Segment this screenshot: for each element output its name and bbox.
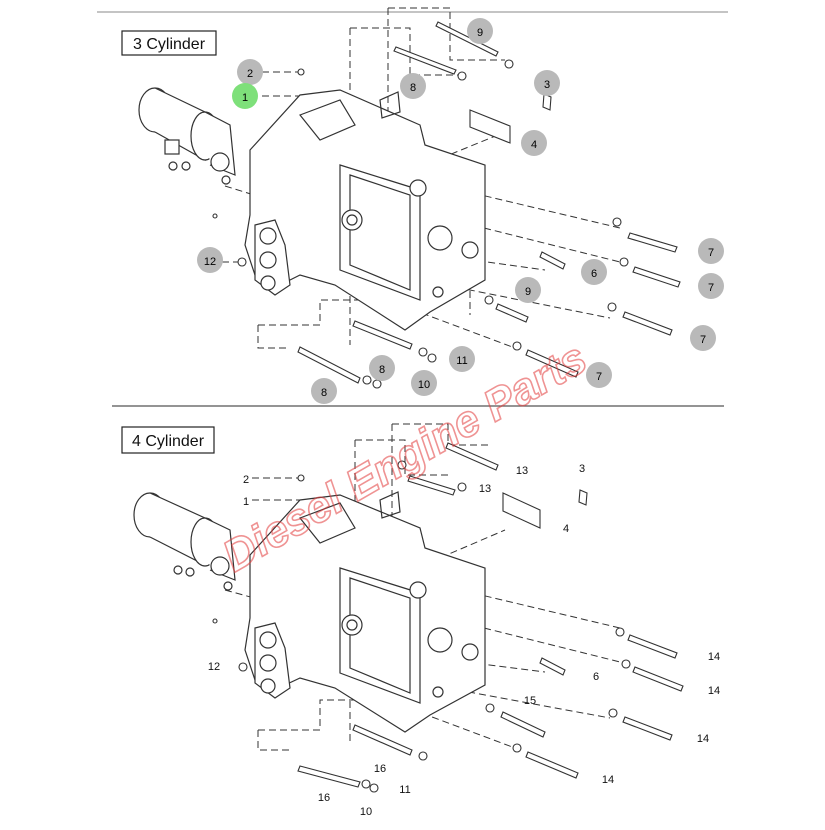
callout-label[interactable]: 13 <box>516 465 528 477</box>
callout-bubble[interactable] <box>237 59 263 85</box>
callouts: 2 1 3 4 13 13 14 6 14 15 14 14 12 16 16 … <box>208 463 720 818</box>
callout-label[interactable]: 14 <box>708 651 720 663</box>
starter-motor <box>133 492 236 591</box>
callout-bubble[interactable] <box>311 378 337 404</box>
callout-label[interactable]: 2 <box>243 474 249 486</box>
callout-label: 9 <box>477 27 483 39</box>
panel-4-cylinder: 4 Cylinder <box>121 423 720 818</box>
callout-bubble[interactable] <box>521 130 547 156</box>
callout-label[interactable]: 3 <box>579 463 585 475</box>
starter-motor <box>138 87 236 185</box>
flywheel-housing <box>244 491 486 733</box>
callout-label[interactable]: 16 <box>318 792 330 804</box>
callout-label: 8 <box>321 387 327 399</box>
callout-bubble-highlighted[interactable] <box>232 83 258 109</box>
callout-label: 4 <box>531 139 537 151</box>
callout-label: 7 <box>708 247 714 259</box>
callout-label[interactable]: 13 <box>479 483 491 495</box>
callout-label: 2 <box>247 68 253 80</box>
callout-bubble[interactable] <box>690 325 716 351</box>
callout-label: 7 <box>708 282 714 294</box>
callout-label[interactable]: 15 <box>524 695 536 707</box>
bolts <box>212 442 684 793</box>
panel-title-box <box>121 30 217 56</box>
callout-label[interactable]: 4 <box>563 523 569 535</box>
callout-label[interactable]: 12 <box>208 661 220 673</box>
bolts <box>212 21 681 389</box>
callout-label: 7 <box>596 371 602 383</box>
callout-bubble[interactable] <box>400 73 426 99</box>
callout-bubble[interactable] <box>369 355 395 381</box>
callout-label[interactable]: 11 <box>399 784 410 796</box>
callout-bubble[interactable] <box>581 259 607 285</box>
flywheel-housing <box>244 89 486 331</box>
callouts: 9 2 1 8 3 4 7 6 7 9 7 12 8 11 <box>197 18 724 404</box>
callout-label[interactable]: 14 <box>697 733 709 745</box>
callout-bubble[interactable] <box>197 247 223 273</box>
callout-label[interactable]: 1 <box>243 496 249 508</box>
callout-label: 12 <box>204 256 216 268</box>
callout-label: 11 <box>456 355 467 367</box>
callout-bubble[interactable] <box>449 346 475 372</box>
callout-label[interactable]: 10 <box>360 806 372 818</box>
callout-bubble[interactable] <box>467 18 493 44</box>
callout-bubble[interactable] <box>698 238 724 264</box>
callout-bubble[interactable] <box>534 70 560 96</box>
callout-label[interactable]: 16 <box>374 763 386 775</box>
callout-label: 3 <box>544 79 550 91</box>
callout-label[interactable]: 14 <box>708 685 720 697</box>
callout-bubble[interactable] <box>411 370 437 396</box>
callout-label: 1 <box>242 92 248 104</box>
callout-label: 10 <box>418 379 430 391</box>
callout-label: 6 <box>591 268 597 280</box>
panel-3-cylinder: 3 Cylinder <box>121 7 724 404</box>
callout-bubble[interactable] <box>515 277 541 303</box>
panel-title: 3 Cylinder <box>133 36 206 53</box>
callout-label: 9 <box>525 286 531 298</box>
panel-title: 4 Cylinder <box>132 433 205 450</box>
callout-label[interactable]: 14 <box>602 774 614 786</box>
callout-bubble[interactable] <box>698 273 724 299</box>
callout-label: 8 <box>379 364 385 376</box>
panel-title-box <box>121 426 215 454</box>
callout-label: 7 <box>700 334 706 346</box>
callout-label: 8 <box>410 82 416 94</box>
callout-label[interactable]: 6 <box>593 671 599 683</box>
callout-bubble[interactable] <box>586 362 612 388</box>
